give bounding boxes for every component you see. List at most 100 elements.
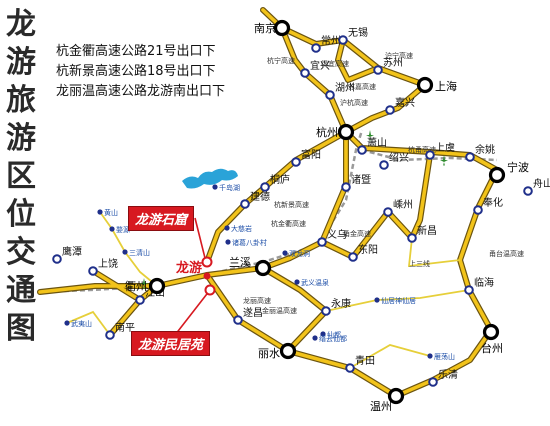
city-dot xyxy=(88,266,98,276)
major-city-label: 丽水 xyxy=(258,347,280,360)
city-label: 乐清 xyxy=(438,368,458,381)
title-char: 位 xyxy=(6,197,36,232)
city-label: 富阳 xyxy=(301,148,321,161)
city-dot xyxy=(105,330,115,340)
info-line-2: 杭新景高速公路18号出口下 xyxy=(56,64,216,79)
road-label: 沪杭高速 xyxy=(340,98,368,107)
road-label: 龙丽高速 xyxy=(243,296,271,305)
scenic-label: 诸葛八卦村 xyxy=(232,238,267,247)
major-city-dot xyxy=(482,323,500,341)
city-dot xyxy=(357,145,367,155)
major-city-dot xyxy=(148,277,166,295)
folk-house-tag: 龙游民居苑 xyxy=(131,331,211,356)
title-char: 区 xyxy=(6,159,36,194)
city-dot xyxy=(233,315,243,325)
scenic-label: 武义温泉 xyxy=(301,278,329,287)
road-label: 杭宁高速 xyxy=(267,56,295,65)
city-dot xyxy=(465,152,475,162)
city-dot xyxy=(291,157,301,167)
city-label: 上饶 xyxy=(98,257,118,270)
scenic-label: 仙居神仙居 xyxy=(381,296,416,305)
longyou-marker: 龙游 xyxy=(176,256,216,296)
scenic-dot xyxy=(282,250,288,256)
scenic-dot xyxy=(224,225,230,231)
city-dot xyxy=(135,295,145,305)
title-char: 游 xyxy=(6,45,36,80)
city-label: 无锡 xyxy=(348,26,368,39)
city-label: 绍兴 xyxy=(389,151,409,164)
longyou-label: 龙游 xyxy=(176,260,202,276)
major-city-dot xyxy=(488,166,506,184)
city-dot xyxy=(260,182,270,192)
city-dot xyxy=(383,207,393,217)
city-label: 奉化 xyxy=(483,196,503,209)
info-line-3: 龙丽温高速公路龙游南出口下 xyxy=(56,84,226,99)
road-label: 甬台温高速 xyxy=(489,249,524,258)
city-label: 鹰潭 xyxy=(62,245,82,258)
scenic-dot xyxy=(427,353,433,359)
city-dot xyxy=(345,363,355,373)
city-dot xyxy=(300,68,310,78)
road-label: 杭新景高速 xyxy=(274,200,309,209)
scenic-dot xyxy=(294,279,300,285)
city-label: 上虞 xyxy=(435,141,455,154)
road-label: 上三线 xyxy=(409,259,430,268)
scenic-label: 大慈岩 xyxy=(231,224,252,233)
scenic-dot xyxy=(374,297,380,303)
city-label: 余姚 xyxy=(475,143,495,156)
scenic-label: 黄山 xyxy=(104,208,118,217)
city-dot xyxy=(240,199,250,209)
title-char: 通 xyxy=(6,273,36,308)
major-city-dot xyxy=(416,76,434,94)
city-label: 苏州 xyxy=(383,56,403,69)
title-char: 旅 xyxy=(6,83,36,118)
city-label: 新昌 xyxy=(417,224,437,237)
scenic-label: 雁荡山 xyxy=(434,352,455,361)
city-label: 建德 xyxy=(250,190,270,203)
stone-cave-tag: 龙游石窟 xyxy=(128,206,195,231)
city-label: 临海 xyxy=(474,276,494,289)
scenic-dot xyxy=(64,320,70,326)
city-dot xyxy=(338,35,348,45)
airport-icon xyxy=(366,130,374,141)
airport-icon xyxy=(440,155,448,166)
major-city-dot xyxy=(387,387,405,405)
city-dot xyxy=(52,254,62,264)
highlight-pointers xyxy=(174,217,211,336)
road-label: 杭金衢高速 xyxy=(271,219,306,228)
city-dot xyxy=(385,105,395,115)
scenic-dot xyxy=(312,335,318,341)
road-label: 苏嘉高速 xyxy=(348,82,376,91)
city-dot xyxy=(317,237,327,247)
road-label: 杭甬高速 xyxy=(408,145,436,154)
title-char: 图 xyxy=(6,311,36,346)
major-city-label: 南京 xyxy=(254,21,276,35)
major-city-dot xyxy=(273,19,291,37)
city-dot xyxy=(348,252,358,262)
city-label: 东阳 xyxy=(358,243,378,256)
road-label: 沪宁高速 xyxy=(385,51,413,60)
major-city-label: 温州 xyxy=(370,400,392,413)
scenic-dot xyxy=(225,239,231,245)
city-label: 嵊州 xyxy=(393,198,413,211)
city-dot xyxy=(523,186,533,196)
scenic-label: 婺源 xyxy=(116,225,130,234)
city-label: 诸暨 xyxy=(351,174,371,186)
qiandao-lake-shape xyxy=(182,168,238,189)
major-city-label: 宁波 xyxy=(507,160,529,174)
major-city-label: 杭州 xyxy=(316,125,338,139)
city-dot xyxy=(321,306,331,316)
info-line-1: 杭金衢高速公路21号出口下 xyxy=(56,44,216,59)
city-dot xyxy=(341,182,351,192)
scenic-dot xyxy=(122,249,128,255)
title-char: 游 xyxy=(6,121,36,156)
scenic-dot xyxy=(320,331,326,337)
major-city-label: 上海 xyxy=(435,79,457,93)
city-dot xyxy=(473,205,483,215)
scenic-label: 三清山 xyxy=(129,248,150,257)
road-label: 甬金高速 xyxy=(343,229,371,238)
city-dot xyxy=(464,285,474,295)
page-title: 龙游旅游区位交通图 xyxy=(4,6,38,348)
scenic-label: 缙云仙都 xyxy=(319,334,347,343)
